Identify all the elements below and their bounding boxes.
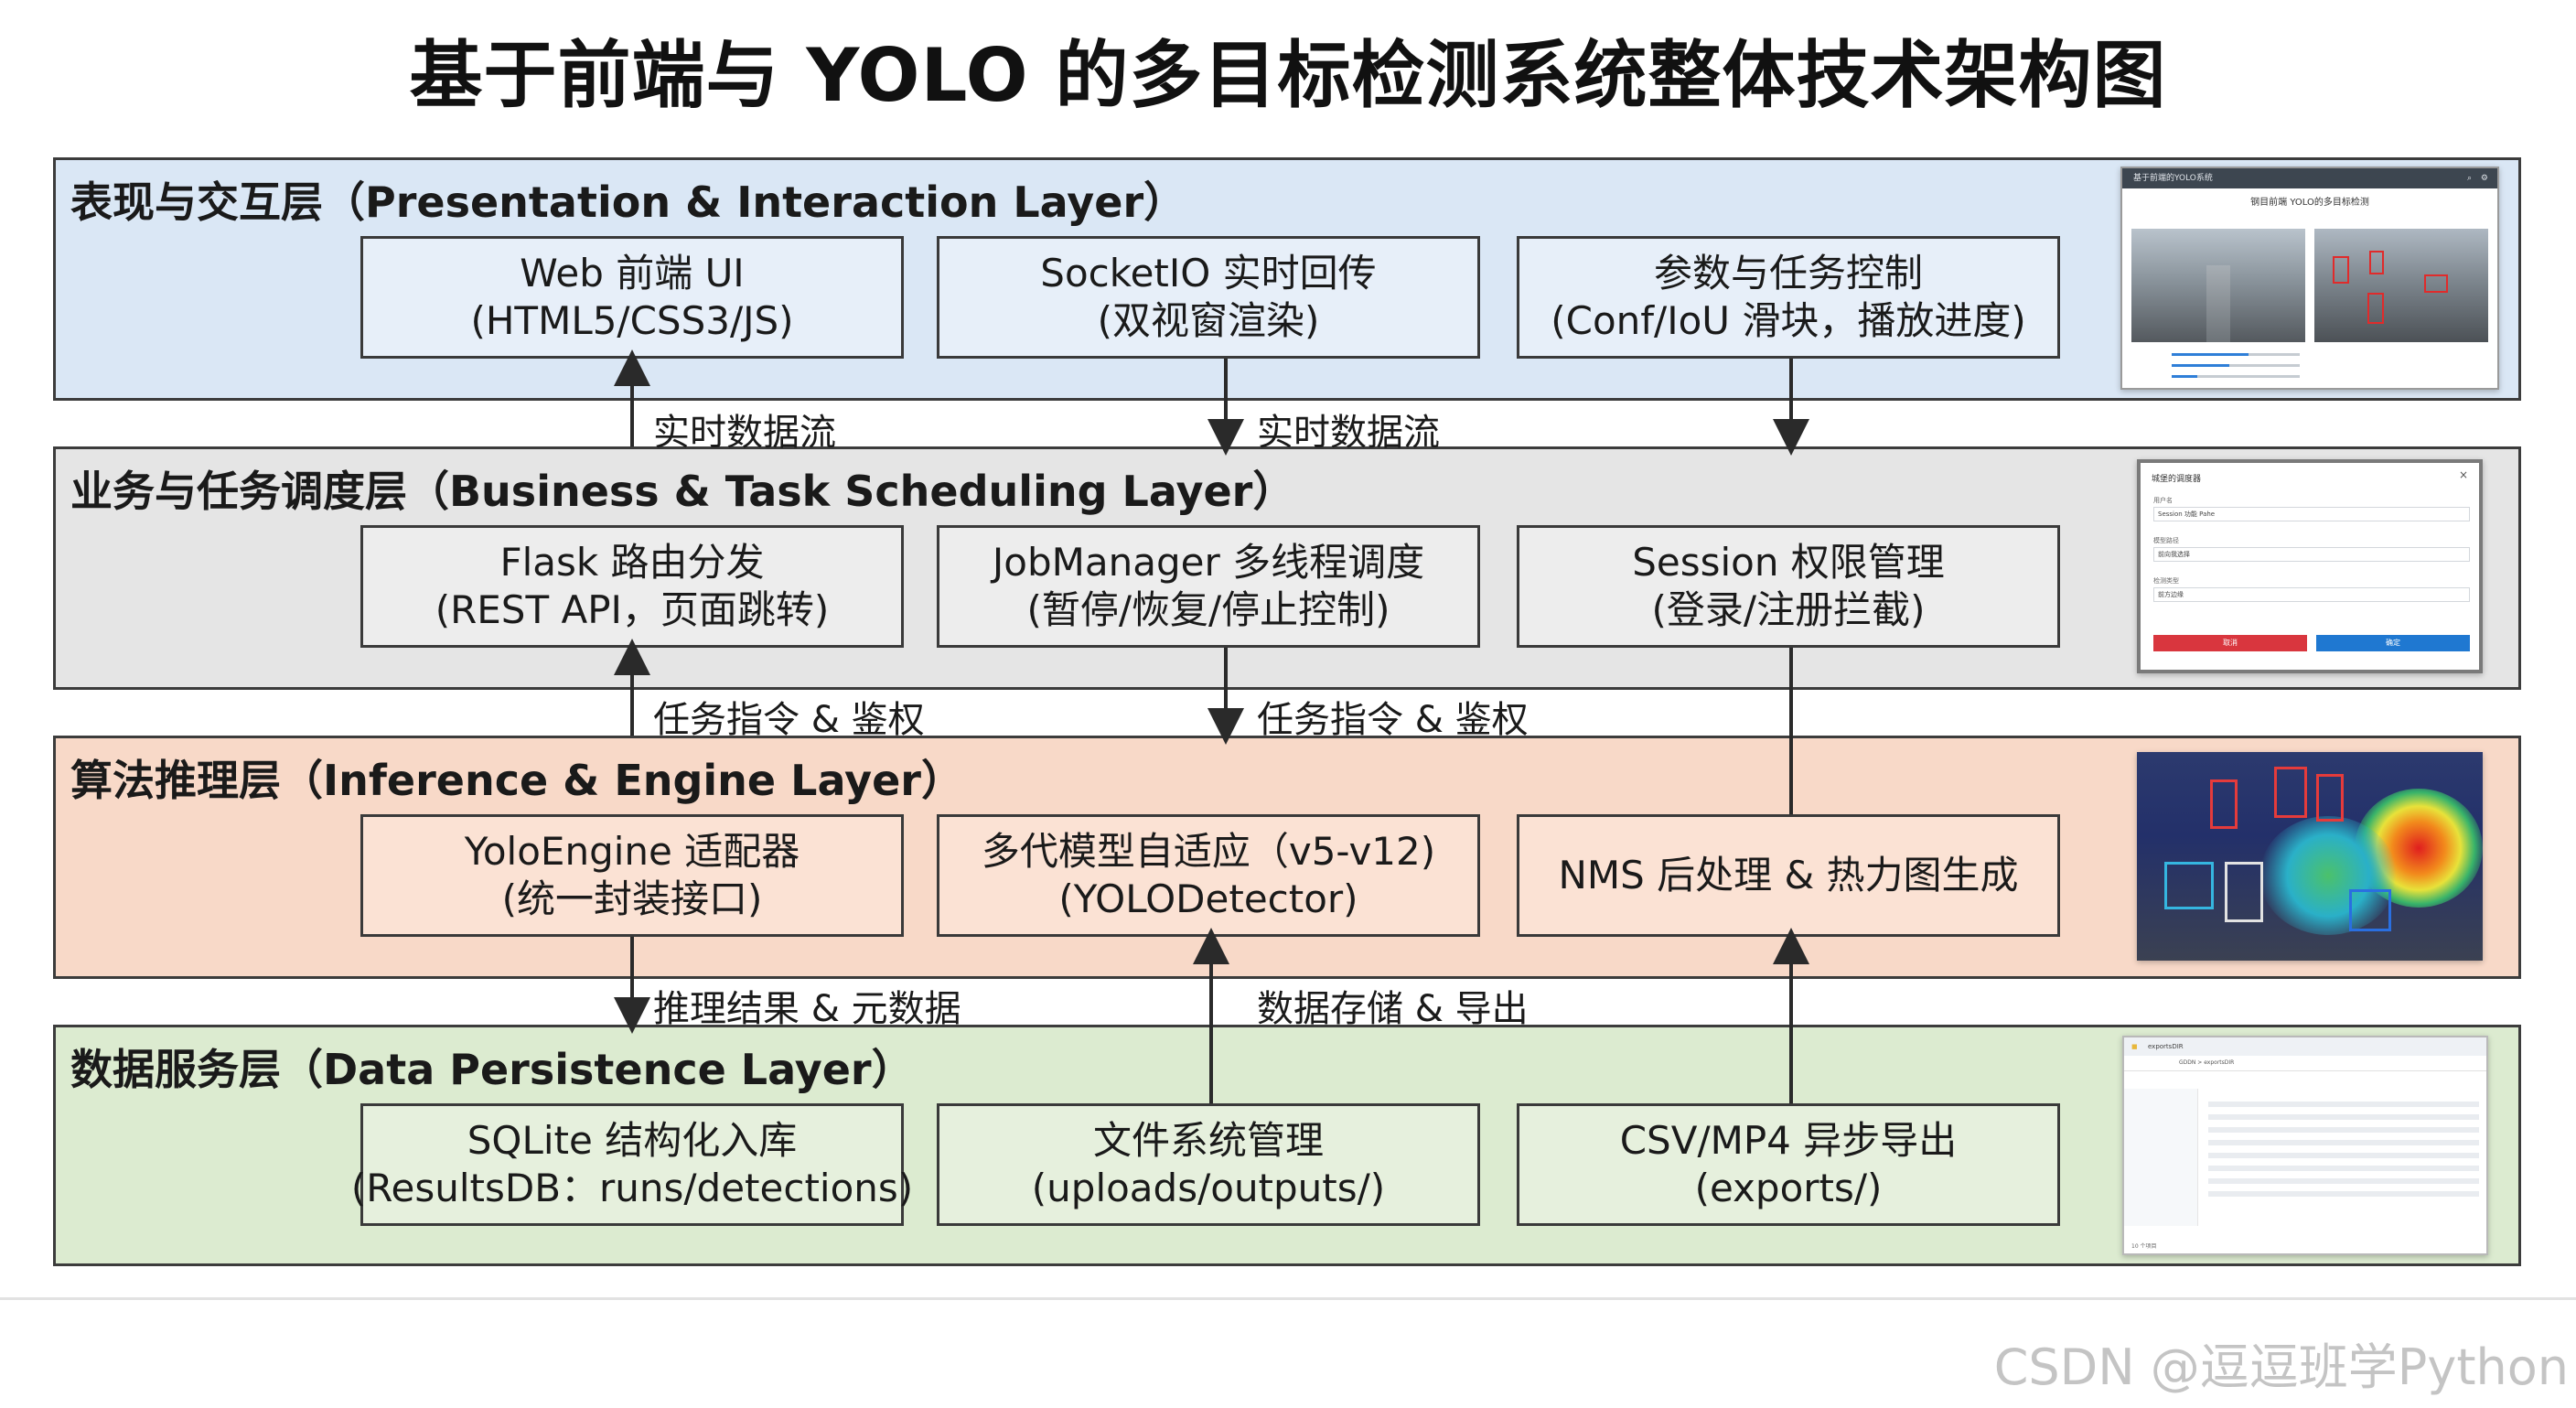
file-explorer-screenshot-thumbnail: ■ exportsDIR GDDN > exportsDIR 10 个项目: [2122, 1036, 2488, 1255]
detection-box-3: [2316, 774, 2344, 822]
csv-export-box: CSV/MP4 异步导出 (exports/): [1517, 1103, 2060, 1226]
dialog-thumb-field-3: 检测类型 前方边缘: [2153, 576, 2470, 602]
yoloengine-box: YoloEngine 适配器 (统一封装接口): [360, 814, 904, 937]
dialog-thumb-field-1: 用户名 Session 功能 Pahe: [2153, 496, 2470, 521]
detection-box-5: [2225, 862, 2263, 922]
explorer-thumb-header: ■ exportsDIR: [2124, 1037, 2486, 1056]
dialog-thumb-header: 城堡的调度器: [2152, 475, 2202, 484]
inference-layer-title: 算法推理层（Inference & Engine Layer）: [70, 756, 963, 805]
flask-router-sub: (REST API，页面跳转): [435, 587, 830, 632]
web-frontend-ui-sub: (HTML5/CSS3/JS): [470, 298, 794, 343]
ui-thumb-sliders: [2135, 348, 2300, 384]
watermark: CSDN @逗逗班学Python: [1993, 1338, 2569, 1396]
bottom-divider: [0, 1297, 2576, 1408]
presentation-layer-title: 表现与交互层（Presentation & Interaction Layer）: [70, 177, 1186, 227]
explorer-thumb-sidebar: [2124, 1089, 2198, 1226]
ui-screenshot-thumbnail: 基于前端的YOLO系统 ⌕ ⚙ 钢目前端 YOLO的多目标检测: [2120, 167, 2499, 390]
socketio-label: SocketIO 实时回传: [1040, 250, 1377, 296]
nms-heatmap-label: NMS 后处理 & 热力图生成: [1558, 852, 2019, 897]
flow-label-task-2: 任务指令 & 鉴权: [1257, 699, 1529, 741]
detection-box-4: [2164, 862, 2214, 909]
filesystem-sub: (uploads/outputs/): [1031, 1166, 1386, 1210]
session-auth-label: Session 权限管理: [1632, 539, 1945, 585]
ui-thumb-video-right: [2314, 229, 2488, 342]
flask-router-label: Flask 路由分发: [499, 539, 765, 585]
close-icon: ×: [2458, 468, 2468, 481]
param-control-label: 参数与任务控制: [1653, 250, 1923, 296]
sqlite-sub: (ResultsDB：runs/detections): [350, 1166, 914, 1210]
filesystem-label: 文件系统管理: [1092, 1117, 1324, 1163]
sqlite-label: SQLite 结构化入库: [467, 1117, 798, 1163]
page-title: 基于前端与 YOLO 的多目标检测系统整体技术架构图: [409, 33, 2167, 118]
flow-label-task-1: 任务指令 & 鉴权: [653, 699, 925, 741]
flask-router-box: Flask 路由分发 (REST API，页面跳转): [360, 525, 904, 648]
session-auth-box: Session 权限管理 (登录/注册拦截): [1517, 525, 2060, 648]
explorer-thumb-footer: 10 个项目: [2131, 1243, 2157, 1250]
detection-box-2: [2274, 767, 2307, 818]
heatmap-blob-green: [2259, 816, 2397, 935]
jobmanager-sub: (暂停/恢复/停止控制): [1026, 587, 1390, 632]
filesystem-box: 文件系统管理 (uploads/outputs/): [937, 1103, 1480, 1226]
csv-export-label: CSV/MP4 异步导出: [1619, 1117, 1958, 1163]
yoloengine-sub: (统一封装接口): [501, 876, 763, 921]
session-auth-sub: (登录/注册拦截): [1651, 587, 1926, 632]
dialog-screenshot-thumbnail: 城堡的调度器 × 用户名 Session 功能 Pahe 模型路径 前向我选择 …: [2137, 459, 2483, 673]
gear-icon: ⚙: [2480, 174, 2488, 183]
flow-label-realtime-1: 实时数据流: [653, 412, 836, 454]
folder-icon: ■: [2131, 1043, 2138, 1050]
model-adaptive-box: 多代模型自适应（v5-v12) (YOLODetector): [937, 814, 1480, 937]
search-icon: ⌕: [2466, 174, 2472, 183]
dialog-thumb-field-2: 模型路径 前向我选择: [2153, 536, 2470, 562]
ui-thumb-header-text: 基于前端的YOLO系统: [2133, 174, 2213, 183]
jobmanager-label: JobManager 多线程调度: [992, 539, 1425, 585]
ui-thumb-video-left: [2131, 229, 2305, 342]
csv-export-sub: (exports/): [1694, 1166, 1883, 1210]
explorer-thumb-path: GDDN > exportsDIR: [2124, 1056, 2486, 1071]
explorer-thumb-rows: [2208, 1102, 2479, 1204]
model-adaptive-label: 多代模型自适应（v5-v12): [981, 828, 1436, 874]
detection-box-6: [2349, 889, 2391, 931]
ui-thumb-header: 基于前端的YOLO系统 ⌕ ⚙: [2122, 168, 2497, 188]
web-frontend-ui-box: Web 前端 UI (HTML5/CSS3/JS): [360, 236, 904, 359]
heatmap-screenshot-thumbnail: [2137, 752, 2483, 961]
flow-label-realtime-2: 实时数据流: [1257, 412, 1440, 454]
param-control-box: 参数与任务控制 (Conf/IoU 滑块，播放进度): [1517, 236, 2060, 359]
nms-heatmap-box: NMS 后处理 & 热力图生成: [1517, 814, 2060, 937]
business-layer-title: 业务与任务调度层（Business & Task Scheduling Laye…: [70, 467, 1295, 516]
yoloengine-label: YoloEngine 适配器: [464, 828, 800, 874]
ui-thumb-title: 钢目前端 YOLO的多目标检测: [2250, 198, 2369, 208]
socketio-sub: (双视窗渲染): [1097, 298, 1320, 343]
data-layer-title: 数据服务层（Data Persistence Layer）: [70, 1045, 914, 1094]
detection-box-1: [2210, 779, 2238, 829]
socketio-box: SocketIO 实时回传 (双视窗渲染): [937, 236, 1480, 359]
dialog-thumb-cancel-button: 取消: [2153, 635, 2307, 651]
param-control-sub: (Conf/IoU 滑块，播放进度): [1551, 298, 2026, 343]
sqlite-box: SQLite 结构化入库 (ResultsDB：runs/detections): [351, 1103, 913, 1226]
flow-label-result: 推理结果 & 元数据: [653, 988, 961, 1030]
dialog-thumb-confirm-button: 确定: [2316, 635, 2470, 651]
web-frontend-ui-label: Web 前端 UI: [520, 250, 745, 296]
model-adaptive-sub: (YOLODetector): [1058, 876, 1358, 921]
jobmanager-box: JobManager 多线程调度 (暂停/恢复/停止控制): [937, 525, 1480, 648]
flow-label-storage: 数据存储 & 导出: [1257, 988, 1529, 1030]
